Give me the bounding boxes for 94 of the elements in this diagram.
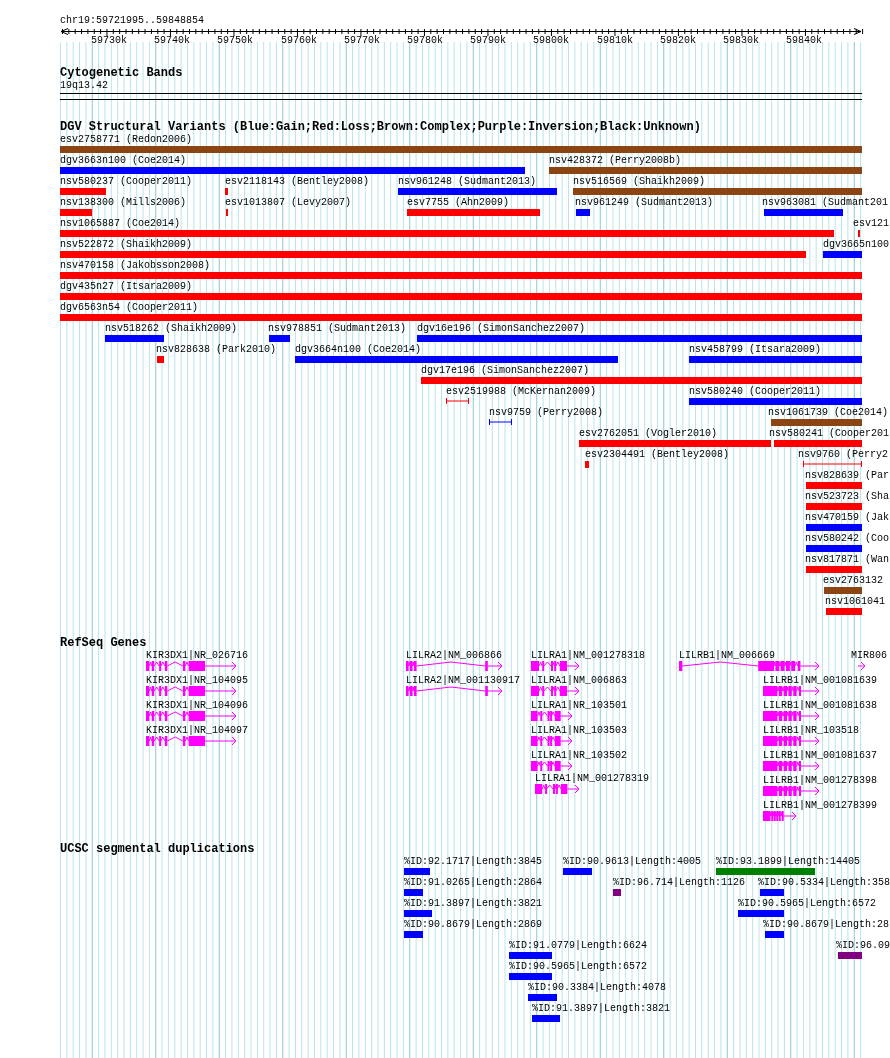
- gene-label: LILRA1|NR_103501: [531, 700, 627, 712]
- duplication-label: %ID:90.8679|Length:28: [763, 919, 890, 931]
- tick-label: 59760k: [281, 35, 317, 47]
- duplication-label: %ID:91.0265|Length:2864: [404, 877, 543, 889]
- duplication-label: %ID:92.1717|Length:3845: [404, 856, 543, 868]
- variant-label: nsv428372 (Perry2008b): [549, 155, 682, 167]
- variant-label: nsv580242 (Coo: [805, 533, 889, 545]
- variant-label: nsv963081 (Sudmant201: [762, 197, 889, 209]
- band-label: 19q13.42: [60, 80, 108, 92]
- variant-label: nsv580240 (Cooper2011): [689, 386, 822, 398]
- duplication-label: %ID:90.5965|Length:6572: [509, 961, 648, 973]
- tick-label: 59790k: [470, 35, 506, 47]
- variant-label: nsv522872 (Shaikh2009): [60, 239, 193, 251]
- variant-label: esv2118143 (Bentley2008): [225, 176, 370, 188]
- duplication-label: %ID:93.1899|Length:14405: [716, 856, 861, 868]
- track-title: DGV Structural Variants (Blue:Gain;Red:Loss;Brown:Complex;Purple:Inversion;Black:Unknown): [60, 121, 701, 133]
- gene-label: LILRA1|NM_001278319: [535, 773, 650, 785]
- variant-label: nsv828639 (Par: [805, 470, 889, 482]
- gene-label: LILRA2|NM_006866: [406, 650, 502, 662]
- variant-label: esv2762051 (Vogler2010): [579, 428, 718, 440]
- variant-label: nsv961248 (Sudmant2013): [398, 176, 537, 188]
- variant-label: nsv828638 (Park2010): [156, 344, 277, 356]
- variant-label: dgv435n27 (Itsara2009): [60, 281, 193, 293]
- variant-label: esv2758771 (Redon2006): [60, 134, 193, 146]
- variant-label: dgv3663n100 (Coe2014): [60, 155, 187, 167]
- variant-label: dgv3665n100: [823, 239, 889, 251]
- variant-label: nsv961249 (Sudmant2013): [575, 197, 714, 209]
- duplication-label: %ID:96.714|Length:1126: [613, 877, 746, 889]
- variant-label: nsv470158 (Jakobsson2008): [60, 260, 211, 272]
- gene-label: KIR3DX1|NR_104095: [146, 675, 249, 687]
- gene-label: KIR3DX1|NR_104096: [146, 700, 249, 712]
- variant-label: nsv9759 (Perry2008): [489, 407, 604, 419]
- duplication-label: %ID:91.3897|Length:3821: [532, 1003, 671, 1015]
- coordinate-label: chr19:59721995..59848854: [60, 15, 205, 27]
- tick-label: 59780k: [407, 35, 443, 47]
- gene-label: LILRB1|NR_103518: [763, 725, 859, 737]
- variant-label: nsv518262 (Shaikh2009): [105, 323, 238, 335]
- duplication-label: %ID:90.8679|Length:2869: [404, 919, 543, 931]
- gene-label: LILRB1|NM_001278399: [763, 800, 878, 812]
- duplication-label: %ID:90.3384|Length:4078: [528, 982, 667, 994]
- tick-label: 59800k: [533, 35, 569, 47]
- variant-label: nsv9760 (Perry2: [798, 449, 888, 461]
- duplication-label: %ID:90.9613|Length:4005: [563, 856, 702, 868]
- gene-label: LILRA1|NR_103502: [531, 750, 627, 762]
- duplication-label: %ID:90.5334|Length:358: [758, 877, 890, 889]
- gene-label: LILRA1|NM_006863: [531, 675, 627, 687]
- tick-label: 59730k: [91, 35, 127, 47]
- gene-label: LILRB1|NM_001081637: [763, 750, 878, 762]
- variant-label: esv121: [853, 218, 889, 230]
- gene-label: LILRA2|NM_001130917: [406, 675, 521, 687]
- variant-label: esv2304491 (Bentley2008): [585, 449, 730, 461]
- variant-label: dgv16e196 (SimonSanchez2007): [417, 323, 586, 335]
- duplication-label: %ID:90.5965|Length:6572: [738, 898, 877, 910]
- variant-label: nsv516569 (Shaikh2009): [573, 176, 706, 188]
- variant-label: nsv817871 (Wan: [805, 554, 889, 566]
- gene-label: KIR3DX1|NR_104097: [146, 725, 249, 737]
- gene-label: LILRB1|NM_001278398: [763, 775, 878, 787]
- gene-label: LILRA1|NR_103503: [531, 725, 627, 737]
- track-title: UCSC segmental duplications: [60, 843, 255, 855]
- variant-label: nsv978851 (Sudmant2013): [268, 323, 407, 335]
- variant-label: nsv523723 (Sha: [805, 491, 889, 503]
- variant-label: nsv580237 (Cooper2011): [60, 176, 193, 188]
- variant-label: esv1013807 (Levy2007): [225, 197, 352, 209]
- variant-label: nsv580241 (Cooper201: [769, 428, 890, 440]
- tick-label: 59810k: [597, 35, 633, 47]
- variant-label: esv2763132: [823, 575, 883, 587]
- gene-label: LILRB1|NM_001081638: [763, 700, 878, 712]
- duplication-label: %ID:91.0779|Length:6624: [509, 940, 648, 952]
- variant-label: dgv6563n54 (Cooper2011): [60, 302, 199, 314]
- variant-label: nsv1061041: [825, 596, 885, 608]
- track-title: Cytogenetic Bands: [60, 67, 183, 79]
- tick-label: 59770k: [344, 35, 380, 47]
- variant-label: nsv138300 (Mills2006): [60, 197, 187, 209]
- variant-label: nsv1065887 (Coe2014): [60, 218, 181, 230]
- tick-label: 59750k: [217, 35, 253, 47]
- tick-label: 59830k: [723, 35, 759, 47]
- track-title: RefSeq Genes: [60, 637, 147, 649]
- variant-label: nsv458799 (Itsara2009): [689, 344, 822, 356]
- tick-label: 59740k: [154, 35, 190, 47]
- variant-label: esv7755 (Ahn2009): [407, 197, 510, 209]
- duplication-label: %ID:96.09: [836, 940, 890, 952]
- variant-label: esv2519988 (McKernan2009): [446, 386, 597, 398]
- duplication-label: %ID:91.3897|Length:3821: [404, 898, 543, 910]
- variant-label: nsv1061739 (Coe2014): [768, 407, 889, 419]
- gene-label: LILRA1|NM_001278318: [531, 650, 646, 662]
- tick-label: 59820k: [660, 35, 696, 47]
- gene-label: MIR806: [851, 650, 887, 662]
- variant-label: nsv470159 (Jak: [805, 512, 889, 524]
- gene-label: LILRB1|NM_006669: [679, 650, 775, 662]
- variant-label: dgv17e196 (SimonSanchez2007): [421, 365, 590, 377]
- gene-label: LILRB1|NM_001081639: [763, 675, 878, 687]
- gene-label: KIR3DX1|NR_026716: [146, 650, 249, 662]
- variant-label: dgv3664n100 (Coe2014): [295, 344, 422, 356]
- tick-label: 59840k: [786, 35, 822, 47]
